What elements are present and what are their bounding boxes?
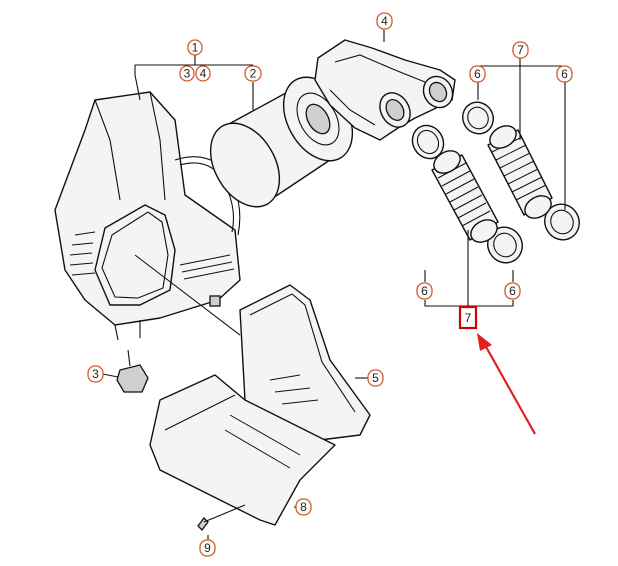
air-filter-housing bbox=[54, 91, 241, 341]
hose-clamp-top-left bbox=[411, 124, 445, 160]
hose-clamp-bottom-left bbox=[487, 226, 523, 264]
rubber-mount bbox=[116, 349, 149, 393]
svg-text:1: 1 bbox=[192, 41, 199, 55]
svg-text:7: 7 bbox=[517, 43, 524, 57]
screw bbox=[197, 504, 246, 531]
callout-2: 2 bbox=[244, 65, 262, 82]
callout-7-top: 7 bbox=[512, 41, 529, 59]
callout-1: 1 bbox=[187, 39, 203, 56]
svg-text:6: 6 bbox=[561, 67, 568, 81]
callout-9: 9 bbox=[199, 539, 216, 557]
hose-clamp-bottom-right bbox=[544, 203, 580, 241]
red-arrow bbox=[477, 333, 536, 435]
callout-4-top: 4 bbox=[195, 65, 211, 82]
svg-text:4: 4 bbox=[200, 67, 207, 81]
corrugated-hose-left bbox=[431, 150, 499, 243]
callout-3: 3 bbox=[87, 365, 104, 383]
svg-text:5: 5 bbox=[372, 371, 379, 385]
callout-4: 4 bbox=[376, 12, 393, 30]
corrugated-hose-right bbox=[487, 125, 553, 219]
svg-text:3: 3 bbox=[184, 67, 191, 81]
callout-6-bottom-right: 6 bbox=[504, 282, 521, 300]
callout-5: 5 bbox=[367, 369, 384, 387]
callout-6-bottom-left: 6 bbox=[416, 282, 433, 300]
svg-text:6: 6 bbox=[474, 67, 481, 81]
callout-3-top: 3 bbox=[179, 65, 195, 82]
callout-6-top-right: 6 bbox=[556, 65, 573, 83]
hose-clamp-top-right bbox=[462, 101, 494, 135]
svg-text:3: 3 bbox=[92, 367, 99, 381]
air-guide bbox=[149, 374, 336, 526]
callout-8: 8 bbox=[295, 498, 312, 516]
svg-text:2: 2 bbox=[250, 67, 257, 81]
svg-text:4: 4 bbox=[381, 14, 388, 28]
air-duct bbox=[314, 39, 456, 141]
svg-text:6: 6 bbox=[509, 284, 516, 298]
svg-text:8: 8 bbox=[300, 500, 307, 514]
highlight-box bbox=[458, 305, 478, 330]
callout-7-bottom-highlighted: 7 bbox=[458, 305, 478, 330]
svg-text:9: 9 bbox=[204, 541, 211, 555]
callout-6-top-left: 6 bbox=[469, 65, 486, 83]
svg-text:7: 7 bbox=[465, 311, 472, 325]
svg-text:6: 6 bbox=[421, 284, 428, 298]
